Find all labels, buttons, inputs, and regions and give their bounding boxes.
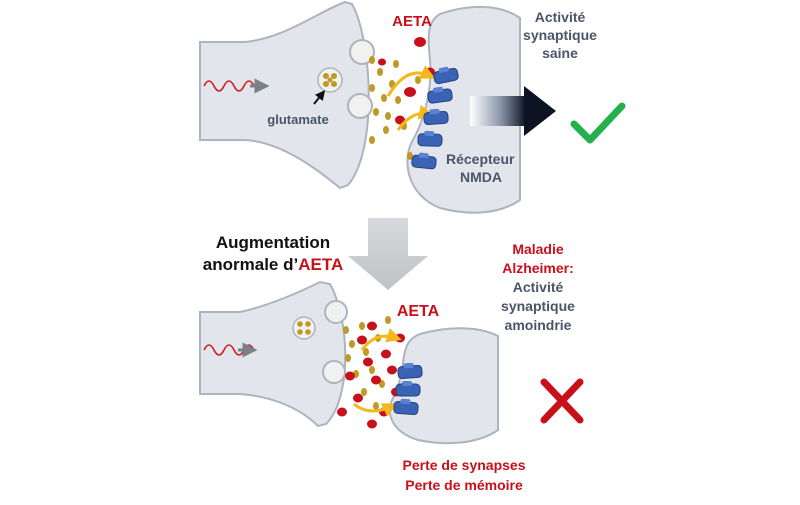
cleft-glutamate <box>369 56 421 160</box>
down-arrow-icon <box>348 218 428 290</box>
receptor-label-line1: Récepteur <box>446 151 515 167</box>
signal-wave-icon <box>203 80 255 92</box>
flow-arrow <box>360 328 402 351</box>
flow-arrow <box>353 402 398 417</box>
bottom-synapse-panel: AETA Maladie Alzheimer: Activité synapti… <box>199 241 584 493</box>
membrane-vesicle <box>322 360 346 384</box>
increase-label-highlight: AETA <box>298 255 343 274</box>
activity-arrow-icon <box>470 86 556 136</box>
disease-detail-line2: synaptique <box>501 298 575 314</box>
consequence-line2: Perte de mémoire <box>405 477 523 493</box>
disease-title-line2: Alzheimer: <box>502 260 574 276</box>
glutamate-label: glutamate <box>267 112 328 127</box>
receptor-label-line2: NMDA <box>460 169 502 185</box>
top-synapse-panel: AETA glutamate Récepteur NMDA Activité s… <box>199 0 626 214</box>
healthy-label-line2: synaptique <box>523 27 597 43</box>
vesicle-glutamate-dots <box>323 73 337 87</box>
aeta-label-bottom: AETA <box>397 303 440 320</box>
glutamate-vesicle <box>292 316 316 340</box>
increase-label-line1: Augmentation <box>216 233 330 252</box>
check-icon <box>570 102 626 144</box>
healthy-label-line3: saine <box>542 45 578 61</box>
membrane-vesicle <box>349 39 375 65</box>
increase-section: Augmentation anormale d’AETA <box>203 218 428 290</box>
healthy-label-line1: Activité <box>535 9 586 25</box>
vesicle-glutamate-dots <box>297 321 311 335</box>
aeta-label-top: AETA <box>392 13 432 30</box>
disease-detail-line1: Activité <box>513 279 564 295</box>
postsynaptic-spine <box>388 327 499 445</box>
membrane-vesicle <box>324 300 348 324</box>
glutamate-pointer-arrow <box>313 90 326 105</box>
disease-title-line1: Maladie <box>512 241 564 257</box>
nmda-receptors <box>393 361 423 416</box>
increase-label-line2: anormale d’AETA <box>203 255 343 274</box>
consequence-line1: Perte de synapses <box>403 457 526 473</box>
increase-label-prefix: anormale d’ <box>203 255 298 274</box>
disease-detail-line3: amoindrie <box>505 317 572 333</box>
flow-arrow <box>386 65 436 97</box>
cross-icon <box>540 378 584 424</box>
membrane-vesicle <box>347 93 373 119</box>
presynaptic-terminal <box>199 0 370 190</box>
